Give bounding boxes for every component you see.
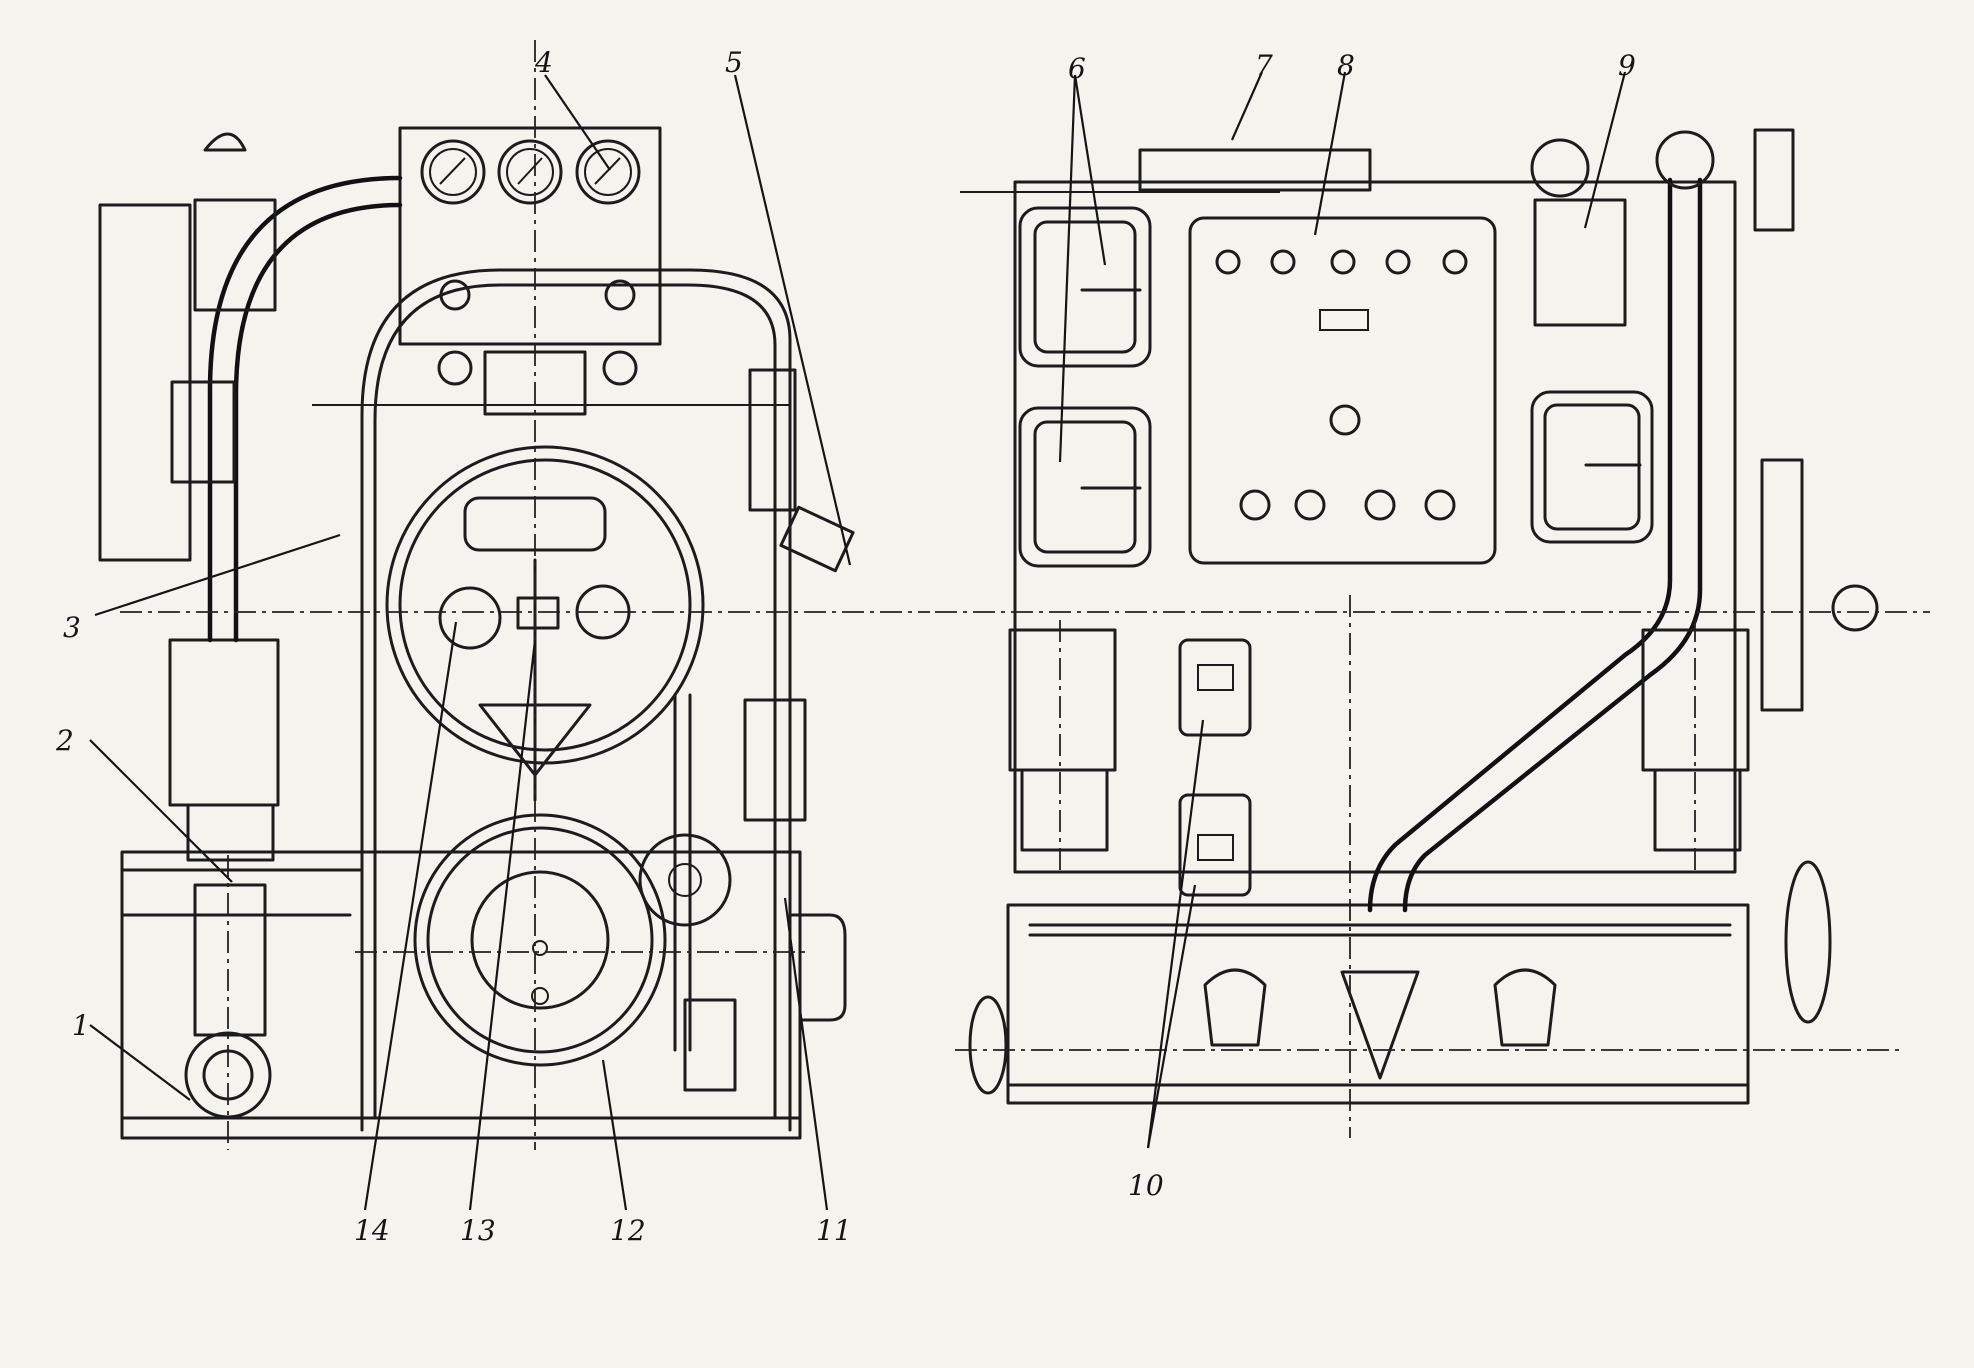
callout-4: 4 — [534, 46, 553, 79]
pressure-gauge — [497, 139, 563, 205]
main-housing — [360, 268, 792, 1132]
front-base-frame — [120, 850, 802, 1140]
drum — [385, 445, 705, 765]
callout-5: 5 — [725, 46, 743, 79]
electrical-panel — [1188, 216, 1497, 565]
callout-9: 9 — [1618, 49, 1636, 82]
callout-11: 11 — [816, 1214, 852, 1247]
callout-10: 10 — [1128, 1169, 1164, 1202]
hand-valve — [1831, 584, 1879, 632]
pump — [184, 1031, 272, 1119]
gearbox — [1493, 968, 1557, 1047]
top-rail — [1138, 148, 1372, 192]
valve-handwheel — [604, 279, 636, 311]
gearbox — [1203, 968, 1267, 1047]
gauge — [1530, 138, 1590, 198]
pipe — [207, 175, 403, 643]
valve-handwheel — [439, 279, 471, 311]
callout-3: 3 — [63, 611, 81, 644]
side-base-frame — [1006, 903, 1750, 1105]
panel-label — [1319, 309, 1369, 331]
callout-13: 13 — [460, 1214, 496, 1247]
contactor — [1178, 638, 1252, 737]
filter — [779, 505, 855, 573]
pipe — [1367, 177, 1673, 913]
lamp — [203, 132, 247, 152]
front-view — [98, 40, 930, 1150]
flywheel — [1784, 860, 1832, 1024]
flange — [968, 995, 1008, 1095]
cabinet — [1013, 180, 1737, 874]
callout-2: 2 — [55, 724, 74, 757]
callout-1: 1 — [72, 1009, 90, 1042]
valve-assembly — [1533, 198, 1627, 327]
lower-wheel — [413, 813, 667, 1067]
motor — [168, 638, 280, 807]
pulley — [638, 833, 732, 927]
pressure-gauge — [575, 139, 641, 205]
callout-7: 7 — [1255, 49, 1273, 82]
side-view — [935, 128, 1930, 1138]
valve — [683, 998, 737, 1092]
drum-hub — [438, 586, 502, 650]
callout-8: 8 — [1337, 49, 1355, 82]
contactor — [1178, 793, 1252, 897]
access-door — [1018, 206, 1152, 368]
leader-lines — [89, 71, 1627, 1211]
pipe — [788, 913, 847, 1022]
pressure-gauge — [420, 139, 486, 205]
sheave — [1340, 970, 1420, 1080]
gauge-panel — [398, 126, 662, 346]
callout-12: 12 — [610, 1214, 646, 1247]
callout-14: 14 — [354, 1214, 390, 1247]
access-door — [1530, 390, 1654, 544]
access-door — [1018, 406, 1152, 568]
motor — [1008, 628, 1117, 772]
manometer — [1753, 128, 1795, 232]
cylinder — [748, 368, 797, 512]
callouts: 1 2 3 4 5 6 7 8 9 10 11 12 13 14 — [55, 46, 1636, 1247]
panel-switches — [1215, 249, 1468, 521]
belt-guard — [1760, 458, 1804, 712]
callout-6: 6 — [1068, 52, 1086, 85]
